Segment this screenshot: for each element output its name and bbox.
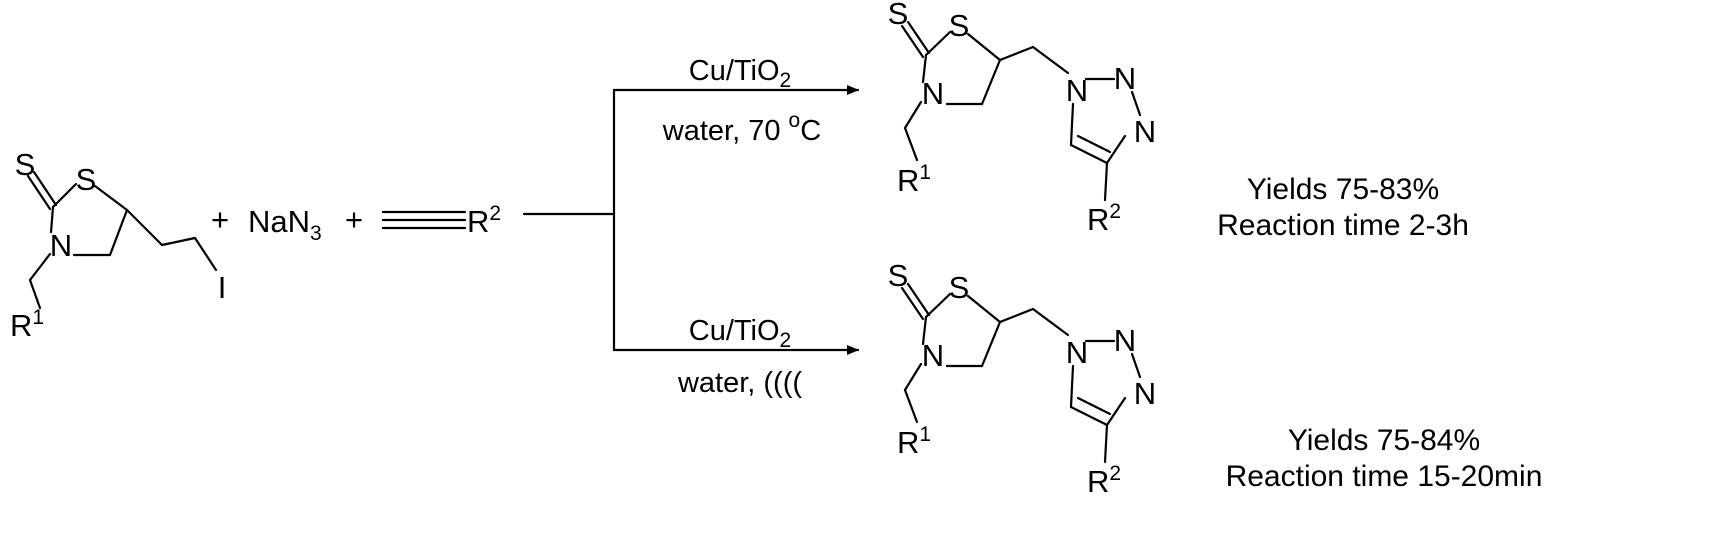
product-top (886, 0, 1158, 239)
r2-label: R2 (467, 202, 501, 239)
bottom-solvent-ultrasound: water, (((( (677, 367, 802, 399)
iodo-label: I (218, 270, 227, 305)
ring-nitrogen: N (50, 228, 72, 263)
thione-sulfur: S (15, 147, 36, 182)
reaction-arrows (522, 85, 860, 355)
bottom-reaction-time: Reaction time 15-20min (1226, 460, 1543, 493)
top-solvent-temperature: water, 70 oC (662, 109, 821, 147)
sodium-azide: NaN3 (248, 204, 322, 245)
alkyne: R2 (381, 202, 501, 239)
bottom-catalyst: Cu/TiO2 (689, 315, 791, 352)
ring-sulfur: S (76, 162, 97, 197)
product-bottom (886, 256, 1158, 501)
plus-sign: + (211, 202, 229, 237)
starting-thiazolidine-thione: S S N I R1 (10, 147, 226, 343)
bottom-yields: Yields 75-84% (1288, 424, 1480, 457)
plus-sign: + (345, 202, 363, 237)
top-catalyst: Cu/TiO2 (689, 55, 791, 92)
top-reaction-time: Reaction time 2-3h (1217, 209, 1469, 242)
top-yields: Yields 75-83% (1247, 173, 1439, 206)
r1-label: R1 (10, 306, 44, 343)
